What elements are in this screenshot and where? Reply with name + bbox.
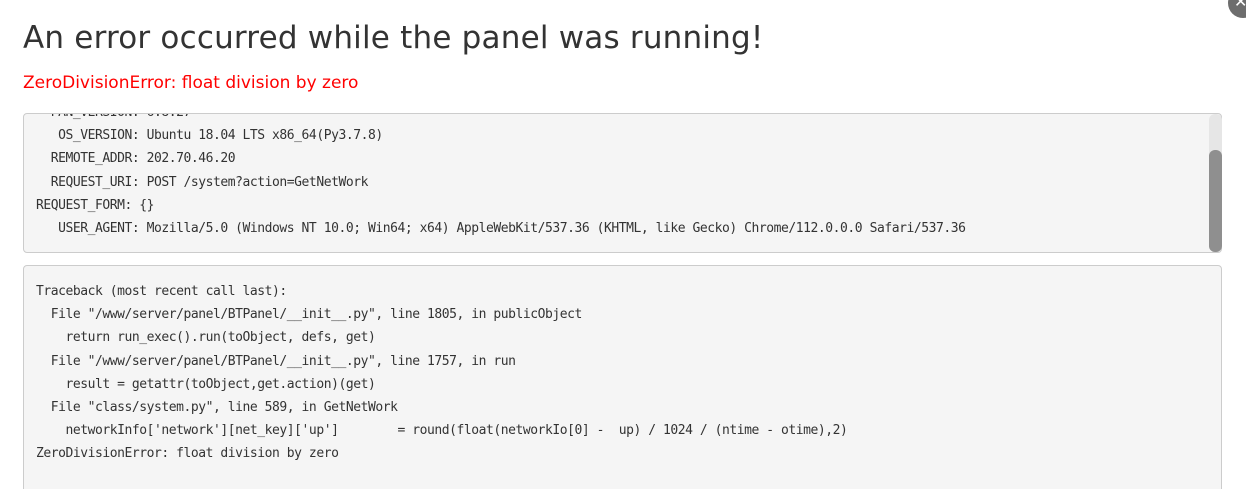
error-summary: ZeroDivisionError: float division by zer…: [23, 73, 359, 93]
traceback-line: Traceback (most recent call last):: [36, 284, 287, 299]
env-line-os-version: OS_VERSION: Ubuntu 18.04 LTS x86_64(Py3.…: [36, 128, 383, 144]
traceback-line: File "/www/server/panel/BTPanel/__init__…: [36, 307, 583, 323]
traceback-line: File "class/system.py", line 589, in Get…: [36, 400, 398, 416]
environment-info-panel[interactable]: PAN_VERSION: 6.8.27 OS_VERSION: Ubuntu 1…: [23, 113, 1222, 253]
traceback-text: Traceback (most recent call last): File …: [36, 280, 848, 466]
env-line-pan-version: PAN_VERSION: 6.8.27: [36, 114, 192, 120]
traceback-line: result = getattr(toObject,get.action)(ge…: [36, 376, 376, 392]
page-title: An error occurred while the panel was ru…: [23, 20, 764, 56]
close-button[interactable]: ✕: [1228, 0, 1246, 18]
env-line-request-uri: REQUEST_URI: POST /system?action=GetNetW…: [36, 174, 369, 190]
env-line-remote-addr: REMOTE_ADDR: 202.70.46.20: [36, 151, 236, 167]
traceback-line: ZeroDivisionError: float division by zer…: [36, 446, 339, 462]
traceback-line: File "/www/server/panel/BTPanel/__init__…: [36, 353, 516, 369]
scrollbar-thumb[interactable]: [1209, 150, 1222, 252]
traceback-panel[interactable]: Traceback (most recent call last): File …: [23, 265, 1222, 489]
env-line-request-form: REQUEST_FORM: {}: [36, 197, 155, 213]
env-line-user-agent: USER_AGENT: Mozilla/5.0 (Windows NT 10.0…: [36, 221, 966, 237]
environment-scrollbar[interactable]: [1209, 114, 1222, 252]
traceback-line: return run_exec().run(toObject, defs, ge…: [36, 330, 376, 346]
environment-info-text: PAN_VERSION: 6.8.27 OS_VERSION: Ubuntu 1…: [36, 114, 966, 240]
close-icon: ✕: [1234, 0, 1246, 11]
traceback-line: networkInfo['network'][net_key]['up'] = …: [36, 423, 848, 439]
